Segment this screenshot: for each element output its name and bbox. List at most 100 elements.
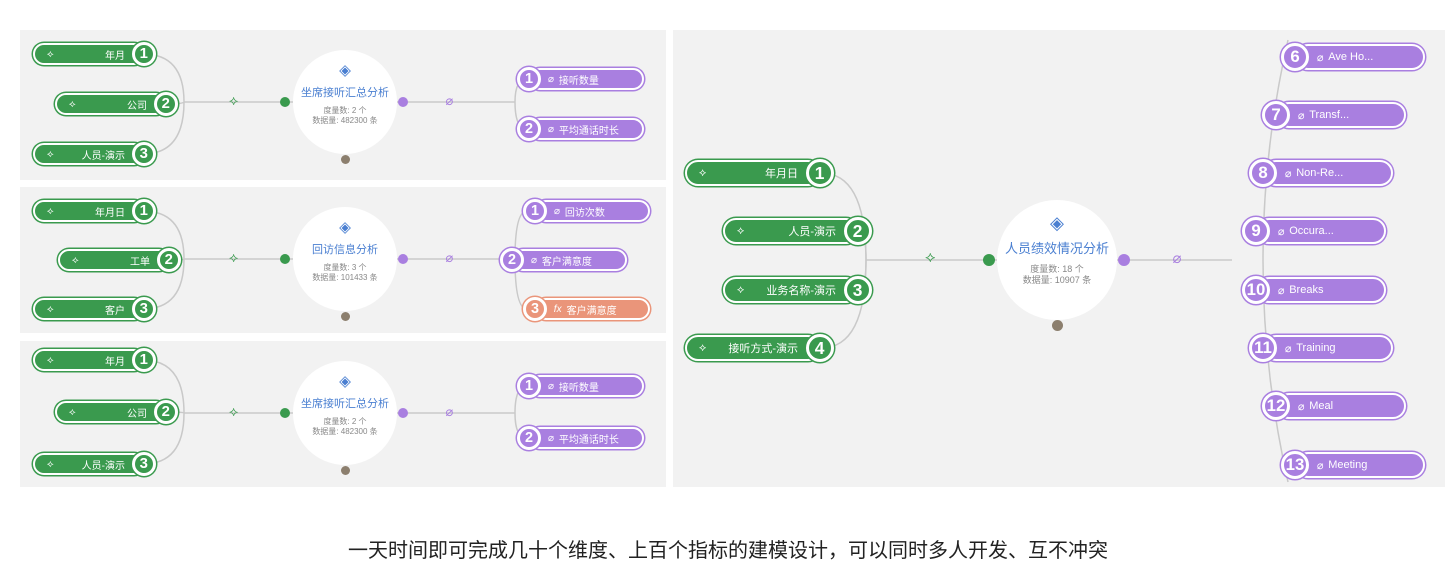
cube-icon: ⟡ bbox=[69, 406, 76, 418]
hub-title: 坐席接听汇总分析 bbox=[301, 86, 389, 99]
measure-label: ⌀ Meal bbox=[1298, 395, 1333, 417]
measure-pill[interactable]: ⌀Meeting bbox=[1295, 452, 1425, 478]
measure-label: ⌀Non-Re... bbox=[1285, 162, 1344, 184]
dimension-label: 年月日 bbox=[95, 207, 125, 219]
measure-text: Meal bbox=[1309, 400, 1334, 412]
measure-pill[interactable]: ⌀Non-Re... bbox=[1263, 160, 1393, 186]
dimension-label: 年月日 bbox=[765, 168, 798, 180]
dimension-number-badge: 1 bbox=[131, 42, 156, 66]
dimension-number-badge: 1 bbox=[131, 348, 156, 372]
dimension-number-badge: 4 bbox=[805, 334, 834, 362]
ruler-icon: ⌀ bbox=[547, 380, 554, 392]
measure-pill[interactable]: ⌀客户满意度 bbox=[512, 249, 627, 271]
measure-number-badge: 6 bbox=[1281, 43, 1309, 71]
measure-collapse-toggle[interactable] bbox=[398, 254, 408, 264]
measure-text: 平均通话时长 bbox=[558, 125, 619, 137]
dimension-pill[interactable]: ⟡公司 bbox=[55, 93, 167, 115]
measure-pill[interactable]: ⌀ Ave Ho... bbox=[1295, 44, 1425, 70]
diamond-link-icon: ◈ bbox=[1050, 213, 1064, 234]
ruler-icon: ⌀ bbox=[547, 123, 554, 135]
dimension-collapse-toggle[interactable] bbox=[280, 408, 290, 418]
measure-collapse-toggle[interactable] bbox=[398, 97, 408, 107]
measure-text: 客户满意度 bbox=[541, 256, 592, 268]
measure-number-badge: 10 bbox=[1242, 276, 1270, 304]
model-hub[interactable]: ◈坐席接听汇总分析度量数: 2 个数据量: 482300 条 bbox=[293, 50, 397, 154]
measure-text: Ave Ho... bbox=[1328, 51, 1374, 63]
ruler-icon: ⌀ bbox=[1277, 225, 1285, 238]
dimension-pill[interactable]: ⟡客户 bbox=[33, 298, 145, 320]
dimension-pill[interactable]: ⟡人员-演示 bbox=[33, 453, 145, 475]
expand-toggle[interactable] bbox=[340, 311, 350, 321]
dimension-label: 接听方式-演示 bbox=[728, 343, 798, 355]
dimension-pill[interactable]: ⟡接听方式-演示 bbox=[685, 335, 821, 361]
dimension-number-badge: 3 bbox=[843, 276, 872, 304]
ruler-icon: ⌀ bbox=[445, 249, 454, 265]
cube-icon: ⟡ bbox=[229, 403, 239, 419]
measure-label: ⌀Transf... bbox=[1298, 104, 1350, 126]
diamond-link-icon: ◈ bbox=[339, 219, 351, 237]
ruler-icon: ⌀ bbox=[1316, 51, 1324, 64]
dimension-pill[interactable]: ⟡年月 bbox=[33, 43, 145, 65]
dimension-collapse-toggle[interactable] bbox=[280, 254, 290, 264]
dimension-pill[interactable]: ⟡ 年月日 bbox=[33, 200, 145, 222]
measure-number-badge: 1 bbox=[517, 374, 541, 398]
measure-pill[interactable]: ⌀Training bbox=[1263, 335, 1393, 361]
dimension-pill[interactable]: ⟡人员-演示 bbox=[33, 143, 145, 165]
model-hub[interactable]: ◈坐席接听汇总分析度量数: 2 个数据量: 482300 条 bbox=[293, 361, 397, 465]
dimension-number-badge: 2 bbox=[843, 217, 872, 245]
cube-icon: ⟡ bbox=[47, 48, 54, 60]
expand-toggle[interactable] bbox=[340, 465, 350, 475]
dimension-label: 业务名称-演示 bbox=[766, 285, 836, 297]
hub-metric-count: 度量数: 2 个 bbox=[323, 105, 367, 115]
model-hub[interactable]: ◈人员绩效情况分析度量数: 18 个数据量: 10907 条 bbox=[997, 200, 1117, 320]
dimension-label: 公司 bbox=[127, 408, 147, 420]
ruler-icon: ⌀ bbox=[1172, 249, 1182, 267]
measure-text: 回访次数 bbox=[564, 207, 605, 219]
measure-pill[interactable]: ⌀平均通话时长 bbox=[529, 427, 644, 449]
dimension-number-badge: 2 bbox=[156, 248, 181, 272]
dimension-pill[interactable]: ⟡人员-演示 bbox=[723, 218, 859, 244]
measure-pill[interactable]: ⌀接听数量 bbox=[529, 375, 644, 397]
expand-toggle[interactable] bbox=[1051, 319, 1063, 331]
measure-label: ⌀客户满意度 bbox=[531, 251, 592, 269]
cube-icon: ⟡ bbox=[47, 205, 54, 217]
measure-pill[interactable]: ⌀ 平均通话时长 bbox=[529, 118, 644, 140]
dimension-pill[interactable]: ⟡年月日 bbox=[685, 160, 821, 186]
dimension-number-badge: 2 bbox=[153, 400, 178, 424]
hub-title: 人员绩效情况分析 bbox=[1004, 240, 1109, 256]
measure-number-badge: 11 bbox=[1249, 334, 1277, 362]
ruler-icon: ⌀ bbox=[1297, 400, 1305, 413]
measure-label: ⌀Training bbox=[1285, 337, 1336, 359]
measure-label: ⌀Meeting bbox=[1317, 454, 1368, 476]
measure-collapse-toggle[interactable] bbox=[1118, 254, 1130, 266]
ruler-icon: ⌀ bbox=[1277, 284, 1285, 297]
dimension-number-badge: 3 bbox=[131, 142, 156, 166]
measure-collapse-toggle[interactable] bbox=[398, 408, 408, 418]
dimension-pill[interactable]: ⟡业务名称-演示 bbox=[723, 277, 859, 303]
dimension-collapse-toggle[interactable] bbox=[983, 254, 995, 266]
measure-pill[interactable]: ⌀回访次数 bbox=[535, 200, 650, 222]
model-hub[interactable]: ◈回访信息分析度量数: 3 个数据量: 101433 条 bbox=[293, 207, 397, 311]
expand-toggle[interactable] bbox=[340, 154, 350, 164]
measure-number-badge: 2 bbox=[500, 248, 524, 272]
measure-pill[interactable]: ⌀ Meal bbox=[1276, 393, 1406, 419]
cube-icon: ⟡ bbox=[47, 354, 54, 366]
cube-icon: ⟡ bbox=[72, 254, 79, 266]
dimension-collapse-toggle[interactable] bbox=[280, 97, 290, 107]
dimension-pill[interactable]: ⟡ 公司 bbox=[55, 401, 167, 423]
measure-number-badge: 8 bbox=[1249, 159, 1277, 187]
hub-data-count: 数据量: 10907 条 bbox=[1022, 275, 1092, 286]
ruler-icon: ⌀ bbox=[1316, 459, 1324, 472]
measure-pill[interactable]: ⌀Occura... bbox=[1256, 218, 1386, 244]
caption: 一天时间即可完成几十个维度、上百个指标的建模设计，可以同时多人开发、互不冲突 bbox=[348, 540, 1108, 562]
dimension-label: 人员-演示 bbox=[81, 460, 125, 472]
dimension-pill[interactable]: ⟡工单 bbox=[58, 249, 170, 271]
measure-pill[interactable]: ⌀Transf... bbox=[1276, 102, 1406, 128]
measure-pill[interactable]: ⌀接听数量 bbox=[529, 68, 644, 90]
dimension-pill[interactable]: ⟡年月 bbox=[33, 349, 145, 371]
hub-data-count: 数据量: 101433 条 bbox=[312, 272, 378, 282]
measure-text: 平均通话时长 bbox=[558, 434, 619, 446]
hub-metric-count: 度量数: 2 个 bbox=[323, 416, 367, 426]
measure-pill[interactable]: ⌀Breaks bbox=[1256, 277, 1386, 303]
